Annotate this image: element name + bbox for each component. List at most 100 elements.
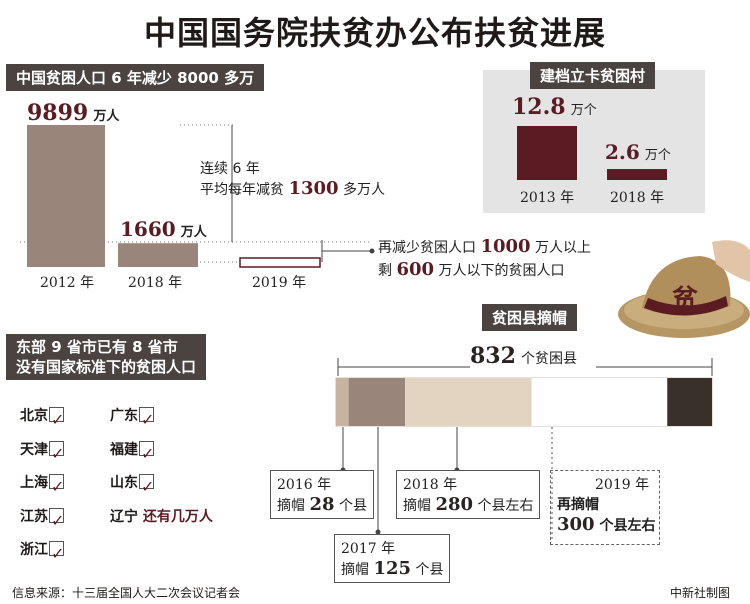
county-year: 2018 年 bbox=[403, 477, 458, 493]
provinces-left-list: 北京 天津 上海 江苏 浙江 bbox=[20, 400, 64, 571]
county-label-2016: 2016 年 摘帽 28 个县 bbox=[270, 470, 374, 519]
village-value-2018: 2.6 bbox=[605, 140, 640, 164]
village-bar-1 bbox=[607, 169, 667, 180]
county-suffix: 个县 bbox=[338, 498, 367, 514]
village-unit-2013: 万个 bbox=[570, 103, 597, 118]
footer-source: 信息来源：十三届全国人大二次会议记者会 bbox=[12, 586, 241, 600]
footer-credit: 中新社制图 bbox=[670, 586, 731, 600]
county-prefix: 再摘帽 bbox=[557, 497, 599, 513]
right-note-value: 1000 bbox=[480, 236, 531, 257]
county-segment-0 bbox=[336, 378, 349, 426]
category-2018: 2018 年 bbox=[128, 275, 183, 291]
village-value-2013: 12.8 bbox=[512, 94, 566, 120]
category-2012: 2012 年 bbox=[40, 275, 95, 291]
check-icon bbox=[139, 437, 154, 470]
province-name: 上海 bbox=[20, 475, 48, 491]
province-item: 上海 bbox=[20, 467, 64, 504]
check-icon bbox=[139, 403, 154, 437]
county-value: 300 bbox=[557, 514, 595, 535]
check-icon bbox=[49, 537, 64, 571]
county-year: 2016 年 bbox=[277, 477, 332, 493]
county-segment-4 bbox=[667, 378, 712, 426]
bar-value-2018: 1660 bbox=[120, 217, 176, 241]
province-name: 福建 bbox=[110, 441, 138, 458]
county-value: 28 bbox=[309, 494, 335, 515]
village-bar-0 bbox=[517, 126, 577, 180]
county-segment-1 bbox=[348, 378, 406, 426]
right-note-line1: 再减少贫困人口 1000 万人以上 bbox=[378, 236, 591, 257]
right-note-prefix: 再减少贫困人口 bbox=[378, 240, 476, 256]
province-name: 浙江 bbox=[20, 542, 48, 558]
county-segment-2 bbox=[405, 378, 532, 426]
annotation-suffix: 多万人 bbox=[343, 182, 386, 198]
county-value: 125 bbox=[373, 558, 412, 579]
check-icon bbox=[49, 504, 64, 537]
check-icon bbox=[49, 437, 64, 470]
village-category-2013: 2013 年 bbox=[520, 190, 575, 206]
province-item: 北京 bbox=[20, 400, 64, 437]
provinces-right-list: 广东 福建 山东 辽宁 还有几万人 bbox=[110, 400, 213, 534]
right-note2-value: 600 bbox=[396, 259, 435, 280]
province-item: 山东 bbox=[110, 467, 213, 504]
bar-label-2012: 9899 万人 bbox=[27, 100, 119, 126]
check-icon bbox=[49, 470, 64, 504]
county-suffix: 个县左右 bbox=[477, 498, 534, 514]
county-prefix: 摘帽 bbox=[403, 498, 431, 514]
province-item: 浙江 bbox=[20, 534, 64, 571]
villages-chart bbox=[517, 126, 667, 180]
counties-header: 贫困县摘帽 bbox=[482, 304, 578, 331]
annotation-value: 1300 bbox=[288, 178, 339, 199]
village-unit-2018: 万个 bbox=[644, 148, 671, 163]
counties-total: 832 个贫困县 bbox=[470, 343, 577, 369]
hat-char: 贫 bbox=[672, 284, 698, 315]
page-title: 中国国务院扶贫办公布扶贫进展 bbox=[143, 14, 606, 52]
check-icon bbox=[139, 470, 154, 504]
province-name: 辽宁 bbox=[110, 508, 138, 525]
right-note2-prefix: 剩 bbox=[378, 263, 392, 279]
category-2019: 2019 年 bbox=[252, 275, 307, 291]
county-label-2018: 2018 年 摘帽 280 个县左右 bbox=[396, 470, 541, 519]
exception-note: 还有几万人 bbox=[142, 508, 213, 525]
provinces-header: 东部 9 省市已有 8 省市 没有国家标准下的贫困人口 bbox=[6, 334, 207, 380]
population-bar-2 bbox=[239, 257, 321, 268]
bar-unit-2018: 万人 bbox=[180, 225, 207, 240]
right-note-suffix: 万人以上 bbox=[535, 240, 592, 256]
right-note2-suffix: 万人以下的贫困人口 bbox=[438, 263, 565, 279]
county-prefix: 摘帽 bbox=[341, 562, 369, 578]
population-bar-1 bbox=[118, 243, 198, 267]
annotation-prefix: 平均每年减贫 bbox=[200, 182, 284, 198]
province-name: 北京 bbox=[20, 408, 48, 424]
population-header: 中国贫困人口 6 年减少 8000 多万 bbox=[6, 64, 265, 91]
province-name: 广东 bbox=[110, 408, 138, 424]
province-name: 江苏 bbox=[20, 508, 48, 525]
villages-header: 建档立卡贫困村 bbox=[530, 62, 656, 89]
population-bar-0 bbox=[27, 125, 105, 267]
county-suffix: 个县 bbox=[415, 562, 444, 578]
county-value: 280 bbox=[435, 494, 474, 515]
bar-label-2018: 1660 万人 bbox=[120, 217, 207, 241]
county-label-2019: 2019 年 再摘帽 300 个县左右 bbox=[550, 470, 660, 545]
village-label-2013: 12.8 万个 bbox=[512, 94, 597, 120]
county-prefix: 摘帽 bbox=[277, 498, 305, 514]
province-item: 广东 bbox=[110, 400, 213, 437]
straw-hat-icon: 贫 bbox=[618, 240, 750, 338]
check-icon bbox=[49, 403, 64, 437]
counties-total-suffix: 个贫困县 bbox=[521, 351, 578, 367]
annotation-line1: 连续 6 年 bbox=[200, 161, 260, 177]
population-chart bbox=[20, 124, 375, 268]
bar-unit-2012: 万人 bbox=[93, 109, 120, 124]
province-item: 江苏 bbox=[20, 501, 64, 538]
province-item: 福建 bbox=[110, 434, 213, 471]
provinces-header-line1: 东部 9 省市已有 8 省市 bbox=[16, 338, 178, 356]
county-year: 2017 年 bbox=[341, 541, 396, 557]
bar-value-2012: 9899 bbox=[27, 100, 89, 126]
right-note-line2: 剩 600 万人以下的贫困人口 bbox=[378, 259, 564, 280]
village-category-2018: 2018 年 bbox=[610, 190, 665, 206]
annotation-line2: 平均每年减贫 1300 多万人 bbox=[200, 178, 385, 199]
village-label-2018: 2.6 万个 bbox=[605, 140, 671, 164]
provinces-header-line2: 没有国家标准下的贫困人口 bbox=[16, 358, 197, 376]
province-name: 山东 bbox=[110, 475, 138, 491]
county-suffix: 个县左右 bbox=[599, 518, 656, 534]
province-item: 天津 bbox=[20, 434, 64, 471]
county-year: 2019 年 bbox=[595, 477, 650, 493]
